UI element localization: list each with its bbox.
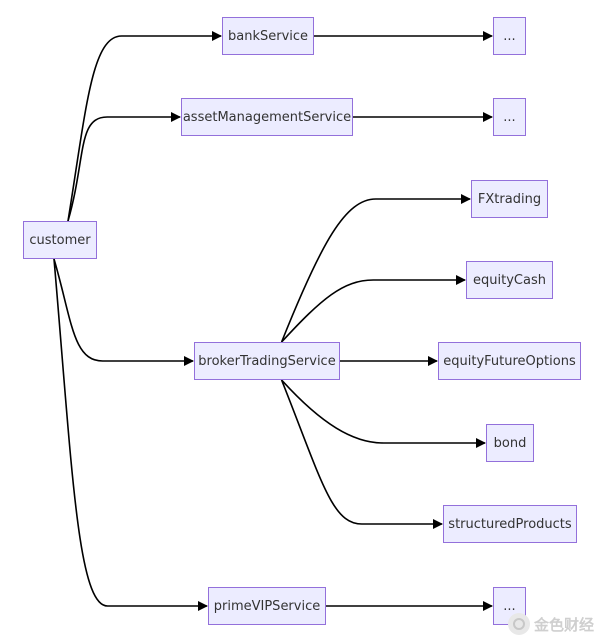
edge-customer-to-bankService [67,31,222,222]
node-prime-vip-service[interactable]: primeVIPService [208,587,326,625]
edge-brokerTradingService-to-FXtrading [280,194,471,343]
node-equity-future-options[interactable]: equityFutureOptions [438,342,581,380]
edge-group [53,31,493,611]
edge-customer-to-assetManagementService [67,112,181,222]
edge-customer-to-primeVIPService [53,258,208,611]
node-bank-more[interactable]: ... [493,17,526,55]
edge-brokerTradingService-to-bond [281,379,486,448]
node-asset-more[interactable]: ... [493,98,526,136]
edge-customer-to-brokerTradingService [53,258,194,366]
node-structured-products[interactable]: structuredProducts [443,505,577,543]
node-equity-cash[interactable]: equityCash [466,261,553,299]
edge-brokerTradingService-to-structuredProducts [280,379,443,529]
node-customer[interactable]: customer [23,221,97,259]
node-broker-trading-service[interactable]: brokerTradingService [194,342,340,380]
watermark-text: 金色财经 [533,615,594,634]
node-bond[interactable]: bond [486,424,534,462]
node-bank-service[interactable]: bankService [222,17,314,55]
edge-brokerTradingService-to-equityCash [281,275,466,343]
node-asset-management-service[interactable]: assetManagementService [181,98,353,136]
node-fx-trading[interactable]: FXtrading [471,180,548,218]
watermark-logo-icon [507,613,530,635]
watermark: 金色财经 [507,613,594,635]
